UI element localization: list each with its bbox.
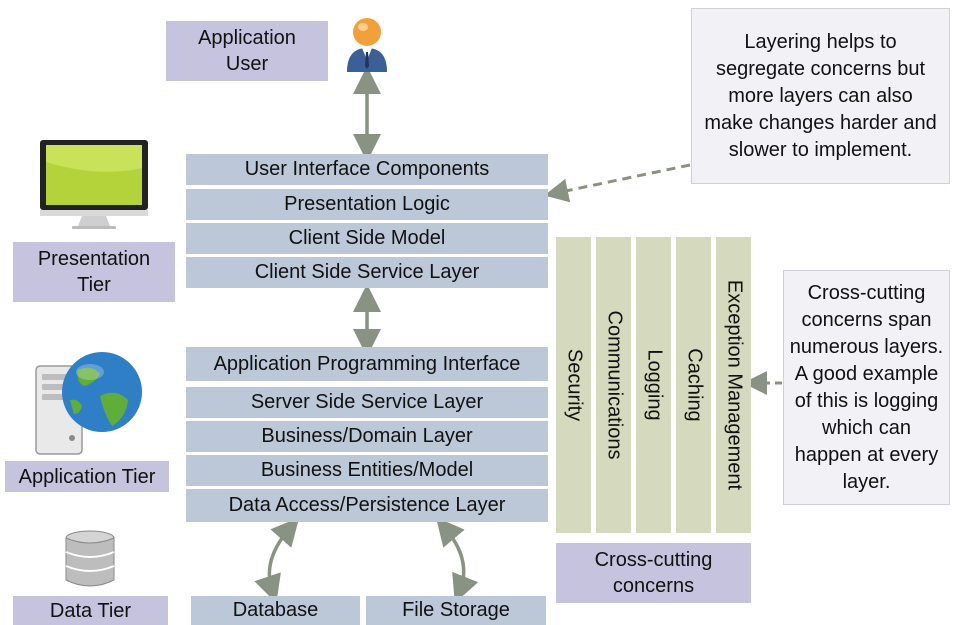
cross-cutting-label: Cross-cutting concerns [556,543,751,603]
database-box: Database [191,596,360,625]
layer-user-interface-components: User Interface Components [186,154,548,185]
file-storage-box: File Storage [366,596,546,625]
cc-communications-label: Communications [603,310,625,460]
data-tier-label: Data Tier [13,596,168,625]
cc-column-logging: Logging [636,237,671,533]
cc-exception-management-label: Exception Management [723,279,745,491]
application-tier-label: Application Tier [5,461,169,492]
cross-cutting-note: Cross-cutting concerns span numerous lay… [783,270,950,505]
cc-logging-label: Logging [643,349,665,421]
layer-presentation-logic: Presentation Logic [186,189,548,220]
layering-note-arrow [544,163,691,203]
cc-column-exception-management: Exception Management [716,237,751,533]
layer-business-domain: Business/Domain Layer [186,421,548,452]
user-icon [347,18,387,72]
cc-security-label: Security [563,348,585,422]
layering-note: Layering helps to segregate concerns but… [691,8,950,184]
server-globe-icon [35,352,142,455]
dal-to-database-arrow [254,517,300,604]
layer-api: Application Programming Interface [186,347,548,381]
layer-data-access: Data Access/Persistence Layer [186,489,548,522]
cc-column-communications: Communications [596,237,631,533]
database-icon [65,530,115,587]
dal-to-filestorage-arrow [435,517,479,604]
layer-client-side-model: Client Side Model [186,223,548,254]
cc-column-security: Security [556,237,591,533]
cc-column-caching: Caching [676,237,711,533]
monitor-icon [40,140,148,229]
layer-server-side-service: Server Side Service Layer [186,387,548,418]
cc-caching-label: Caching [683,348,705,422]
presentation-tier-label: Presentation Tier [13,242,175,302]
layer-client-side-service: Client Side Service Layer [186,257,548,288]
layer-business-entities: Business Entities/Model [186,455,548,486]
application-user-label: Application User [166,21,328,81]
